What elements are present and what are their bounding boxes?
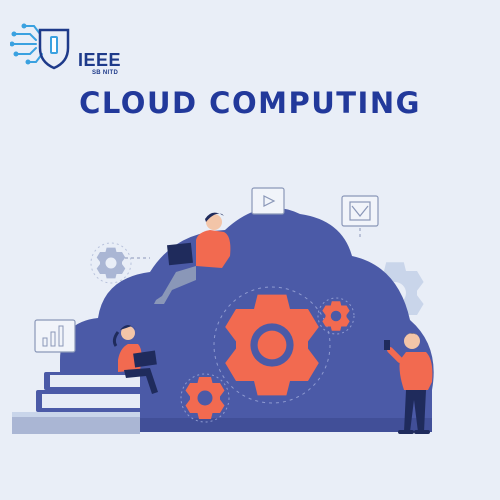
gear-icon bbox=[185, 377, 225, 419]
circuit-shield-icon bbox=[9, 23, 70, 70]
woman-with-laptop bbox=[112, 325, 158, 394]
man-standing-with-phone bbox=[384, 333, 433, 434]
gear-ring bbox=[90, 242, 132, 284]
gear-icon bbox=[96, 247, 126, 279]
play-window-icon bbox=[251, 187, 285, 215]
cloud-base bbox=[60, 418, 432, 432]
gear-icon bbox=[225, 294, 319, 396]
page-title: CLOUD COMPUTING bbox=[79, 86, 421, 120]
books-icon bbox=[12, 372, 140, 434]
bar-chart-window-icon bbox=[34, 319, 76, 353]
logo-name: IEEE bbox=[78, 50, 122, 70]
logo-subtitle: SB NITD bbox=[92, 70, 119, 76]
gear-icon bbox=[322, 301, 350, 331]
man-with-laptop bbox=[154, 212, 231, 304]
gear-ring bbox=[317, 297, 355, 335]
gear-ring bbox=[180, 373, 230, 423]
ieee-logo: IEEE SB NITD bbox=[9, 14, 122, 76]
checkbox-window-icon bbox=[341, 195, 379, 227]
gear-ring bbox=[213, 286, 331, 404]
